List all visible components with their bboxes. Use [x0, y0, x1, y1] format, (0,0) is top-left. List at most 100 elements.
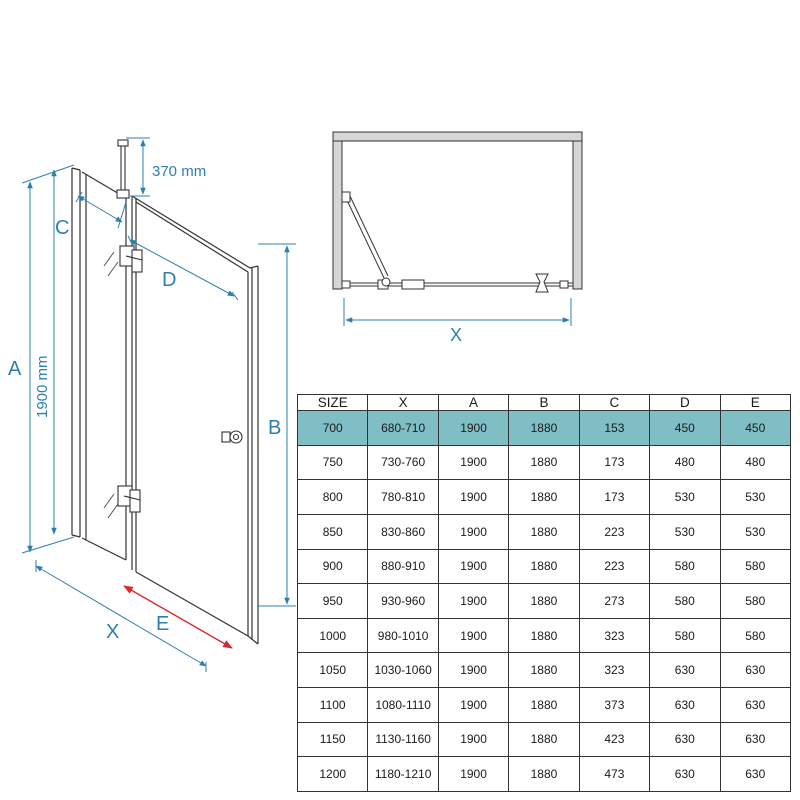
table-cell: 273 [578, 583, 651, 619]
table-cell: 1880 [508, 513, 580, 550]
table-cell: 173 [578, 479, 651, 515]
table-cell: 1100 [296, 687, 369, 723]
table-cell: 580 [649, 583, 721, 619]
table-cell: 1880 [508, 721, 580, 758]
label-370-mm: 370 mm [152, 163, 206, 180]
table-cell: 830-860 [367, 513, 439, 550]
table-cell: 580 [649, 617, 721, 654]
column-header: A [437, 394, 510, 411]
table-cell: 153 [578, 410, 651, 446]
plan-door-closed [341, 279, 573, 290]
dimension-e-arrow [123, 585, 233, 649]
table-cell: 480 [719, 444, 792, 481]
table-cell: 1900 [437, 513, 510, 550]
table-cell: 930-960 [367, 583, 439, 619]
table-cell: 980-1010 [367, 617, 439, 654]
table-cell: 1000 [296, 617, 369, 654]
table-cell: 1880 [508, 479, 580, 515]
table-cell: 1180-1210 [367, 756, 439, 792]
table-cell: 1880 [508, 617, 580, 654]
table-cell: 1080-1110 [367, 687, 439, 723]
label-c: C [55, 217, 69, 239]
label-d: D [162, 269, 176, 291]
table-cell: 700 [296, 410, 369, 446]
table-cell: 223 [578, 513, 651, 550]
wall-profile [71, 167, 81, 538]
table-cell: 1900 [437, 410, 510, 446]
plan-view [332, 131, 583, 326]
label-b: B [268, 417, 281, 439]
table-cell: 780-810 [367, 479, 439, 515]
table-cell: 630 [649, 687, 721, 723]
column-header: E [719, 394, 792, 411]
plan-wall-top [332, 131, 583, 142]
table-cell: 1200 [296, 756, 369, 792]
table-cell: 323 [578, 617, 651, 654]
table-cell: 1880 [508, 756, 580, 792]
table-cell: 1900 [437, 444, 510, 481]
table-cell: 530 [719, 479, 792, 515]
table-cell: 223 [578, 548, 651, 585]
plan-wall-right [572, 140, 583, 290]
table-cell: 1050 [296, 652, 369, 688]
table-cell: 1880 [508, 687, 580, 723]
column-header: D [649, 394, 721, 411]
table-cell: 1900 [437, 756, 510, 792]
table-cell: 750 [296, 444, 369, 481]
table-cell: 1880 [508, 548, 580, 585]
table-cell: 1900 [437, 583, 510, 619]
table-cell: 423 [578, 721, 651, 758]
plan-label-x: X [450, 325, 462, 345]
table-cell: 800 [296, 479, 369, 515]
table-cell: 450 [719, 410, 792, 446]
table-cell: 630 [649, 756, 721, 792]
table-cell: 473 [578, 756, 651, 792]
table-cell: 1880 [508, 410, 580, 446]
table-cell: 580 [719, 548, 792, 585]
table-cell: 323 [578, 652, 651, 688]
plan-handle [535, 273, 549, 293]
table-cell: 480 [649, 444, 721, 481]
table-cell: 1880 [508, 583, 580, 619]
table-cell: 1900 [437, 687, 510, 723]
label-a: A [8, 358, 22, 380]
table-cell: 950 [296, 583, 369, 619]
door-isometric-view [71, 139, 259, 645]
table-cell: 880-910 [367, 548, 439, 585]
table-cell: 850 [296, 513, 369, 550]
table-cell: 630 [719, 756, 792, 792]
table-cell: 630 [719, 687, 792, 723]
plan-dimension-x [343, 298, 572, 326]
top-hinge [119, 245, 143, 273]
dimension-lines-isometric [21, 137, 296, 672]
table-cell: 900 [296, 548, 369, 585]
table-cell: 1150 [296, 721, 369, 758]
glass-reflection [103, 251, 119, 519]
plan-door-open [341, 191, 391, 287]
table-cell: 1030-1060 [367, 652, 439, 688]
table-cell: 530 [719, 513, 792, 550]
bottom-hinge [117, 485, 141, 513]
table-cell: 630 [719, 721, 792, 758]
table-cell: 530 [649, 513, 721, 550]
table-cell: 680-710 [367, 410, 439, 446]
table-cell: 580 [649, 548, 721, 585]
column-header: SIZE [296, 394, 369, 411]
table-cell: 1880 [508, 652, 580, 688]
table-cell: 173 [578, 444, 651, 481]
table-cell: 1900 [437, 652, 510, 688]
table-cell: 373 [578, 687, 651, 723]
